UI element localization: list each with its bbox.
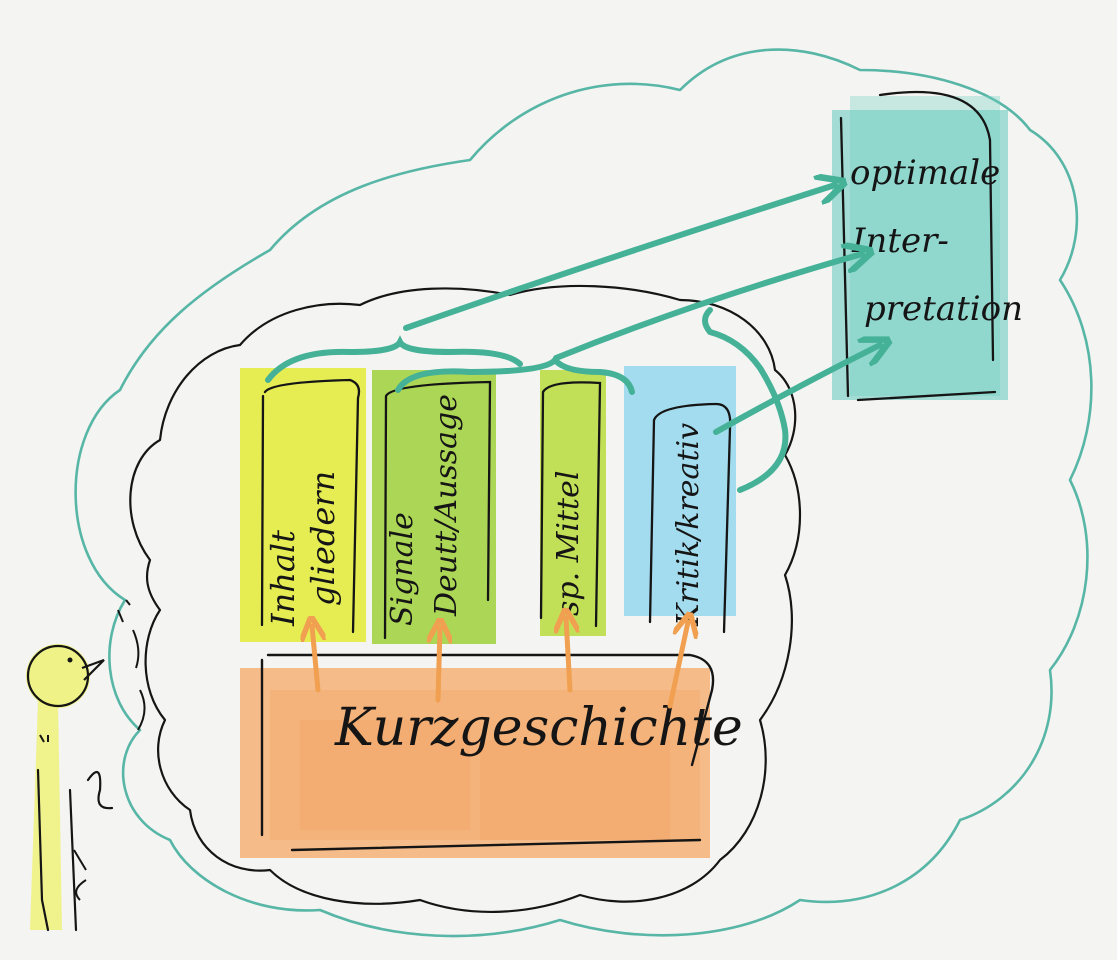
pillar-fill-mittel bbox=[540, 370, 606, 636]
base-outline bbox=[260, 653, 715, 852]
base-fill bbox=[240, 668, 710, 858]
pillar-fill-inhalt bbox=[240, 368, 366, 642]
brace-over-pillars-outer bbox=[702, 307, 789, 493]
base-label: Kurzgeschichte bbox=[334, 698, 743, 758]
pillar-outline-inhalt bbox=[260, 378, 361, 634]
arrow-to-goal-top bbox=[403, 185, 835, 331]
pillar-outline-signale bbox=[383, 380, 492, 640]
pillar-label-kritik-1: Kritik/kreativ bbox=[671, 423, 706, 627]
arrow-base-to-signale bbox=[438, 628, 440, 703]
pillar-label-signale-2: Deutt/Aussage bbox=[429, 394, 464, 617]
pillar-label-signale-1: Signale bbox=[385, 512, 420, 626]
thinking-figure bbox=[26, 644, 114, 932]
pillar-fill-signale bbox=[372, 370, 496, 644]
arrow-base-to-kritik bbox=[667, 622, 688, 709]
pillar-outline-kritik bbox=[648, 402, 732, 634]
goal-label-3: pretation bbox=[864, 289, 1023, 329]
pillar-label-inhalt-1: Inhalt bbox=[264, 530, 302, 627]
pillar-label-inhalt-2: gliedern bbox=[304, 471, 342, 606]
arrow-to-goal-middle bbox=[553, 254, 862, 361]
inner-thought-cloud bbox=[129, 284, 802, 913]
arrow-base-to-inhalt bbox=[312, 626, 318, 693]
goal-label-2: Inter- bbox=[851, 221, 949, 261]
goal-label-1: optimale bbox=[850, 153, 1000, 193]
pillar-outline-mittel bbox=[539, 381, 602, 628]
thought-bubble-trail bbox=[117, 599, 146, 731]
brace-over-pillars-main bbox=[265, 335, 523, 383]
pillar-label-mittel-1: sp. Mittel bbox=[551, 471, 586, 616]
arrow-to-goal-bottom bbox=[713, 345, 880, 435]
brace-over-pillars-second bbox=[395, 355, 635, 395]
arrow-base-to-mittel bbox=[566, 618, 570, 693]
outer-thought-cloud bbox=[74, 48, 1093, 938]
